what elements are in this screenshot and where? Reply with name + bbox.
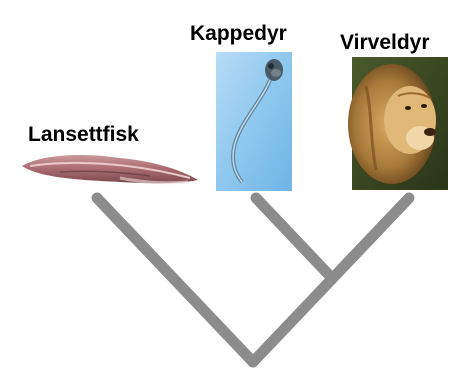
branch-lansettfisk: [97, 198, 253, 362]
tree-branches: [97, 198, 409, 362]
label-virveldyr: Virveldyr: [340, 31, 430, 55]
label-lansettfisk: Lansettfisk: [28, 123, 139, 147]
lion-photo: [348, 57, 448, 190]
tunicate-larva-photo: [216, 52, 292, 191]
lancelet-photo: [22, 155, 198, 183]
label-kappedyr: Kappedyr: [190, 22, 287, 46]
branch-kappedyr: [256, 198, 330, 276]
